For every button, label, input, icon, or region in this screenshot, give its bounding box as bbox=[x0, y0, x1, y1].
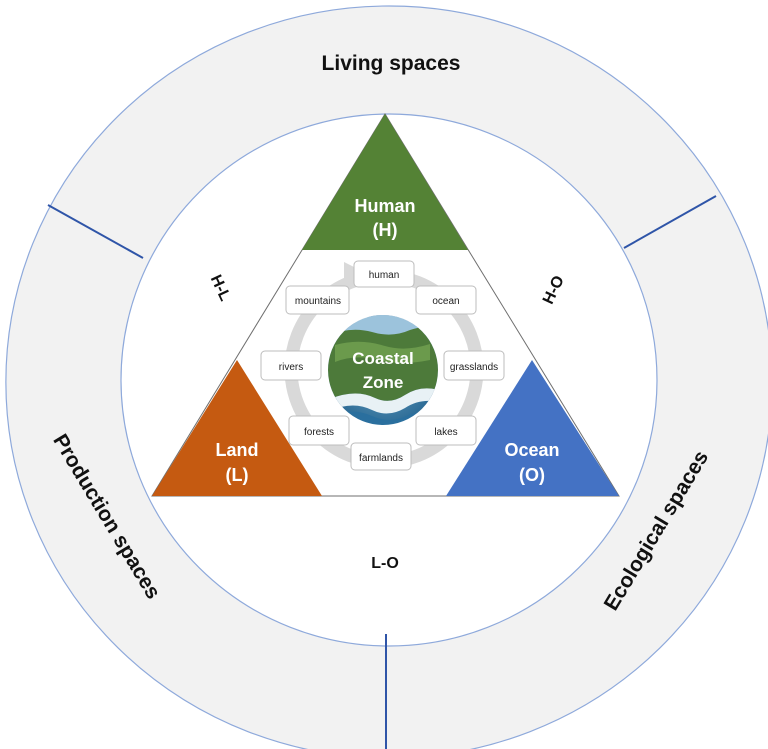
relation-label-ho: H-O bbox=[540, 273, 568, 307]
human-label: Human bbox=[354, 196, 415, 216]
element-box-farmlands: farmlands bbox=[350, 442, 412, 471]
svg-text:human: human bbox=[369, 270, 400, 281]
svg-text:ocean: ocean bbox=[432, 296, 459, 307]
element-box-grasslands: grasslands bbox=[443, 350, 505, 381]
element-box-mountains: mountains bbox=[285, 285, 350, 315]
svg-text:farmlands: farmlands bbox=[359, 453, 403, 464]
element-box-rivers: rivers bbox=[260, 350, 322, 381]
living-spaces-label: Living spaces bbox=[322, 52, 461, 75]
center-label-line2: Zone bbox=[363, 373, 404, 392]
ocean-code: (O) bbox=[519, 465, 545, 485]
outer-ring bbox=[5, 5, 768, 749]
relation-label-lo: L-O bbox=[371, 555, 399, 572]
human-triangle bbox=[302, 114, 468, 250]
svg-text:rivers: rivers bbox=[279, 362, 303, 373]
ocean-triangle bbox=[446, 360, 619, 496]
center-label-line1: Coastal bbox=[352, 349, 413, 368]
land-triangle bbox=[152, 360, 322, 496]
element-box-forests: forests bbox=[288, 415, 350, 446]
element-box-lakes: lakes bbox=[415, 415, 477, 446]
svg-text:forests: forests bbox=[304, 427, 334, 438]
human-code: (H) bbox=[373, 220, 398, 240]
svg-text:mountains: mountains bbox=[295, 296, 341, 307]
svg-text:lakes: lakes bbox=[434, 427, 457, 438]
ring-divider-right bbox=[623, 195, 717, 249]
relation-label-hl: H-L bbox=[207, 272, 234, 304]
element-box-human: human bbox=[353, 260, 415, 288]
ocean-label: Ocean bbox=[504, 440, 559, 460]
element-box-ocean: ocean bbox=[415, 285, 477, 315]
central-triangle bbox=[151, 113, 620, 497]
land-code: (L) bbox=[226, 465, 249, 485]
svg-text:grasslands: grasslands bbox=[450, 362, 498, 373]
land-label: Land bbox=[216, 440, 259, 460]
coastal-zone-image bbox=[326, 313, 440, 427]
ring-divider-left bbox=[47, 204, 144, 259]
